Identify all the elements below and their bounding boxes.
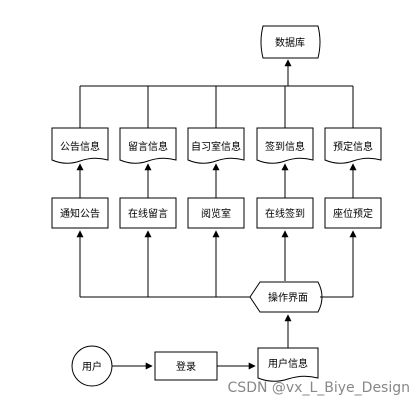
doc-label-booking-info: 预定信息: [333, 140, 373, 153]
doc-shape: [256, 127, 314, 164]
module-label-online-checkin: 在线签到: [265, 207, 305, 220]
database-label: 数据库: [275, 36, 305, 49]
login-label: 登录: [176, 360, 196, 373]
user-info-label: 用户信息: [268, 357, 308, 370]
module-box: [51, 197, 109, 229]
database-shape: [260, 25, 321, 59]
doc-label-message-info: 留言信息: [128, 140, 168, 153]
module-box: [324, 197, 382, 229]
module-label-reading-room: 阅览室: [201, 207, 231, 220]
user-label: 用户: [82, 360, 102, 373]
doc-shape: [119, 127, 177, 164]
doc-label-checkin-info: 签到信息: [265, 140, 305, 153]
module-label-online-message: 在线留言: [128, 207, 168, 220]
module-box: [119, 197, 177, 229]
doc-shape: [187, 127, 245, 164]
operation-ui-shape: [249, 281, 323, 313]
doc-shape: [324, 127, 382, 164]
doc-label-notice-info: 公告信息: [60, 140, 100, 153]
operation-ui-label: 操作界面: [268, 291, 308, 304]
doc-label-study-room-info: 自习室信息: [191, 140, 241, 153]
module-box: [256, 197, 314, 229]
module-label-notice: 通知公告: [60, 207, 100, 220]
module-label-seat-booking: 座位预定: [333, 207, 373, 220]
doc-shape: [51, 127, 109, 164]
watermark: CSDN @vx_L_Biye_Design: [228, 380, 410, 396]
user-info-doc-shape: [257, 347, 319, 382]
module-box: [187, 197, 245, 229]
